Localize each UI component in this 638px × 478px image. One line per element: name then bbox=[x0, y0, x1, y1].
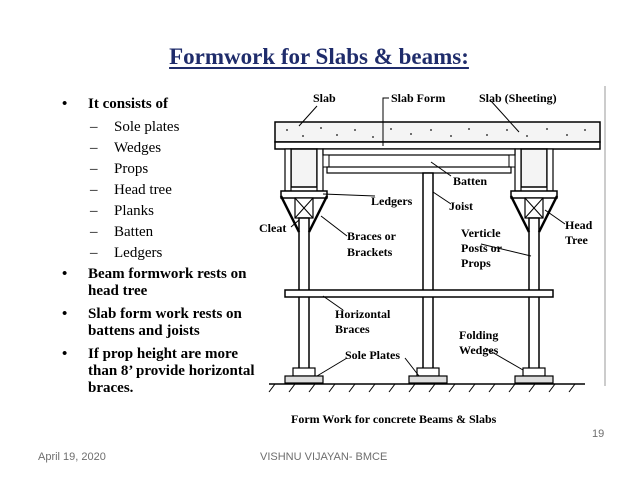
right-beam bbox=[510, 148, 558, 199]
slab-concrete bbox=[274, 121, 601, 143]
label-verticle-3: Props bbox=[461, 256, 491, 270]
bullet-item: It consists of bbox=[62, 96, 262, 113]
label-slab-form: Slab Form bbox=[391, 91, 445, 105]
diagram-labels: Slab Slab Form Slab (Sheeting) Batten Le… bbox=[259, 91, 593, 426]
label-cleat: Cleat bbox=[259, 221, 286, 235]
label-slab-sheeting: Slab (Sheeting) bbox=[479, 91, 557, 105]
label-verticle-2: Posts or bbox=[461, 241, 503, 255]
label-horizontal-2: Braces bbox=[335, 322, 370, 336]
label-head-2: Tree bbox=[565, 233, 589, 247]
sub-bullet-item: Wedges bbox=[62, 140, 262, 157]
left-beam bbox=[280, 148, 328, 199]
footer-date: April 19, 2020 bbox=[38, 451, 106, 463]
label-folding-2: Wedges bbox=[459, 343, 499, 357]
page-number: 19 bbox=[592, 428, 605, 440]
sub-bullet-item: Batten bbox=[62, 224, 262, 241]
sub-bullet-item: Head tree bbox=[62, 182, 262, 199]
label-horizontal-1: Horizontal bbox=[335, 307, 391, 321]
label-braces-2: Brackets bbox=[347, 245, 393, 259]
props bbox=[298, 172, 540, 377]
label-folding-1: Folding bbox=[459, 328, 498, 342]
label-slab: Slab bbox=[313, 91, 336, 105]
diagram-caption: Form Work for concrete Beams & Slabs bbox=[291, 412, 497, 426]
label-verticle-1: Verticle bbox=[461, 226, 501, 240]
sub-bullet-item: Sole plates bbox=[62, 119, 262, 136]
slide-title: Formwork for Slabs & beams: bbox=[169, 44, 469, 69]
bullet-item: Beam formwork rests on head tree bbox=[62, 266, 262, 300]
label-sole-plates: Sole Plates bbox=[345, 348, 400, 362]
label-braces-1: Braces or bbox=[347, 229, 397, 243]
sub-bullet-item: Props bbox=[62, 161, 262, 178]
sub-bullet-item: Ledgers bbox=[62, 245, 262, 262]
label-head-1: Head bbox=[565, 218, 593, 232]
footer-author: VISHNU VIJAYAN- BMCE bbox=[260, 451, 388, 463]
formwork-diagram: Slab Slab Form Slab (Sheeting) Batten Le… bbox=[259, 86, 606, 426]
sub-bullet-item: Planks bbox=[62, 203, 262, 220]
label-ledgers: Ledgers bbox=[371, 194, 413, 208]
bullet-item: Slab form work rests on battens and jois… bbox=[62, 306, 262, 340]
bullet-item: If prop height are more than 8’ provide … bbox=[62, 346, 262, 397]
label-joist: Joist bbox=[449, 199, 473, 213]
bullet-list: It consists of Sole plates Wedges Props … bbox=[62, 96, 262, 403]
label-batten: Batten bbox=[453, 174, 487, 188]
